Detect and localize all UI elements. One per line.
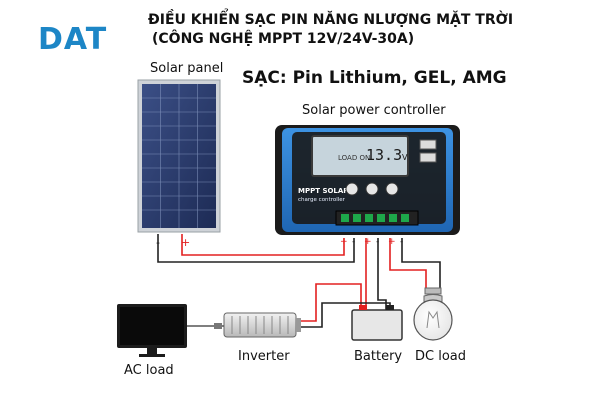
dc-load-wires bbox=[389, 238, 441, 288]
lcd-value: 13.3 bbox=[366, 146, 402, 164]
panel-wires bbox=[157, 234, 355, 263]
battery-wires bbox=[365, 238, 387, 310]
menu-button[interactable] bbox=[345, 182, 359, 196]
usb-port-2 bbox=[419, 152, 437, 163]
solar-panel bbox=[137, 79, 221, 233]
lcd-mode-text: LOAD ON bbox=[338, 154, 370, 162]
title-line-2: (CÔNG NGHỆ MPPT 12V/24V-30A) bbox=[152, 31, 415, 47]
panel-plus-label: + bbox=[181, 236, 190, 249]
inverter bbox=[223, 312, 301, 338]
battery bbox=[351, 305, 403, 341]
brand-logo: DAT bbox=[38, 22, 108, 57]
ac-load-monitor bbox=[117, 304, 187, 357]
title-line-1: ĐIỀU KHIỂN SẠC PIN NĂNG NLƯỢNG MẶT TRỜI bbox=[148, 12, 514, 28]
inverter-label: Inverter bbox=[238, 349, 290, 364]
usb-port-1 bbox=[419, 139, 437, 150]
solar-panel-label: Solar panel bbox=[150, 61, 224, 76]
dc-load-bulb bbox=[413, 287, 453, 341]
up-button[interactable] bbox=[365, 182, 379, 196]
terminal-2-plus: + bbox=[364, 237, 372, 247]
lcd-display bbox=[311, 135, 409, 177]
battery-label: Battery bbox=[354, 349, 403, 364]
lcd-unit: V bbox=[402, 153, 408, 162]
charge-types-label: SẠC: Pin Lithium, GEL, AMG bbox=[242, 68, 507, 88]
terminal-3-plus: + bbox=[388, 237, 396, 247]
ac-plug bbox=[214, 323, 222, 329]
ac-load-label: AC load bbox=[124, 363, 174, 378]
controller-label: Solar power controller bbox=[302, 103, 446, 118]
controller-brand-line2: charge controller bbox=[298, 197, 346, 203]
controller-brand-line1: MPPT SOLAR bbox=[298, 187, 349, 195]
dc-load-label: DC load bbox=[415, 349, 467, 364]
charge-controller: LOAD ON 13.3 V MPPT SOLAR charge control… bbox=[275, 125, 460, 235]
down-button[interactable] bbox=[385, 182, 399, 196]
